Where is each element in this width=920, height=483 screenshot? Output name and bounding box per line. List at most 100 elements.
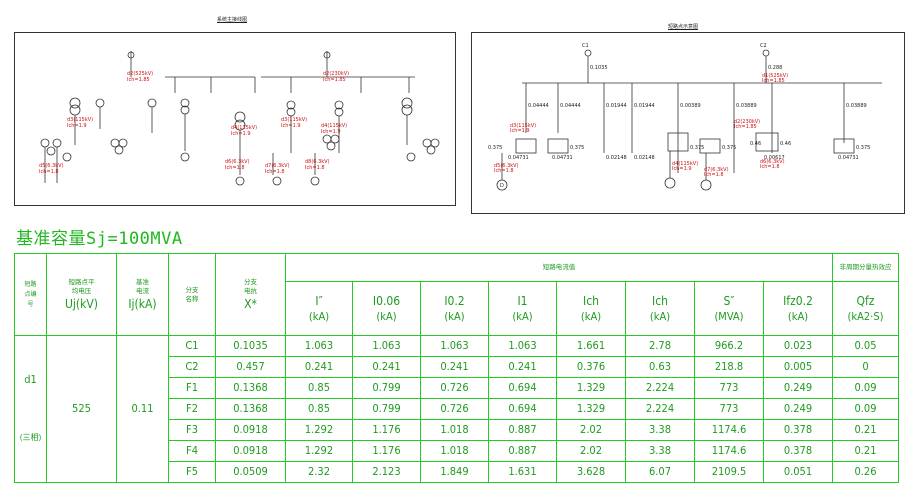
value-cell: 0.249 xyxy=(763,377,833,399)
wiring-label: d7(6.3kV) xyxy=(265,163,290,169)
header-base-current-line1: 基准 xyxy=(136,277,149,286)
branch-cell: F5 xyxy=(168,461,216,483)
wiring-label: Ich=1.8 xyxy=(225,165,245,171)
branch-cell: C1 xyxy=(168,335,216,357)
value-cell: 0.005 xyxy=(763,356,833,378)
column-header: I″(kA) xyxy=(285,281,353,336)
header-reactance-line2: 电抗 xyxy=(244,286,257,295)
value-cell: 1.063 xyxy=(420,335,489,357)
value-cell: 0.249 xyxy=(763,398,833,420)
value-cell: 1.176 xyxy=(352,440,421,462)
node-value: 0.1035 xyxy=(590,65,608,71)
point-type: (三相) xyxy=(19,433,42,442)
value-cell: 2.02 xyxy=(556,419,626,441)
base-capacity-label: 基准容量Sj=100MVA xyxy=(16,229,183,249)
branch-cell: F3 xyxy=(168,419,216,441)
wiring-label: Ich=1.8 xyxy=(305,165,325,171)
value-cell: 0.09 xyxy=(832,377,899,399)
column-header-name: S″ xyxy=(723,293,735,308)
column-header: S″(MVA) xyxy=(694,281,764,336)
value-cell: 773 xyxy=(694,377,764,399)
node-red-label: Ich=1.8 xyxy=(760,164,780,170)
value-cell: 1.292 xyxy=(285,419,353,441)
node-red-label: Ich=1.9 xyxy=(510,128,530,134)
column-header-unit: (kA) xyxy=(649,309,671,323)
value-cell: 1.329 xyxy=(556,377,626,399)
header-reactance-line1: 分支 xyxy=(244,277,257,286)
wiring-label: d5(6.3kV) xyxy=(39,163,64,169)
header-reactance: 分支 电抗 X* xyxy=(215,253,286,336)
value-cell: 0.694 xyxy=(488,398,557,420)
node-value: 0.00389 xyxy=(680,103,701,109)
value-cell: 0.694 xyxy=(488,377,557,399)
header-base-current: 基准 电流 Ij(kA) xyxy=(116,253,169,336)
value-cell: 966.2 xyxy=(694,335,764,357)
header-avg-voltage-line3: Uj(kV) xyxy=(65,296,98,311)
value-cell: 1.063 xyxy=(488,335,557,357)
node-red-label: Ich=1.9 xyxy=(672,166,692,172)
point-cell: d1 (三相) xyxy=(14,335,47,483)
value-cell: 3.38 xyxy=(625,440,695,462)
column-header-unit: (MVA) xyxy=(714,309,744,323)
value-cell: 1.063 xyxy=(352,335,421,357)
value-cell: 0.85 xyxy=(285,398,353,420)
value-cell: 0.799 xyxy=(352,377,421,399)
value-cell: 1174.6 xyxy=(694,419,764,441)
wiring-label: d6(6.3kV) xyxy=(225,159,250,165)
main-wiring-diagram: 系统主接线图 xyxy=(14,17,456,206)
column-header-unit: (kA) xyxy=(376,309,397,323)
value-cell: 0.09 xyxy=(832,398,899,420)
value-cell: 0.05 xyxy=(832,335,899,357)
value-cell: 0.378 xyxy=(763,440,833,462)
column-header: Ich(kA) xyxy=(625,281,695,336)
node-value: 0.288 xyxy=(768,65,782,71)
column-header: I0.2(kA) xyxy=(420,281,489,336)
node-value: 0.03889 xyxy=(846,103,867,109)
node-value: 0.02148 xyxy=(634,155,655,161)
column-header-unit: (kA) xyxy=(444,309,465,323)
value-cell: 2.78 xyxy=(625,335,695,357)
node-red-label: Ich=1.8 xyxy=(704,172,724,178)
value-cell: 0.241 xyxy=(420,356,489,378)
reactance-cell: 0.457 xyxy=(215,356,286,378)
column-header-unit: (kA) xyxy=(308,309,330,323)
header-base-current-line3: Ij(kA) xyxy=(128,296,157,311)
point-name: d1 xyxy=(24,373,37,386)
column-header-name: Ich xyxy=(652,293,668,308)
value-cell: 0.887 xyxy=(488,419,557,441)
main-wiring-drawing: d2(525kV) Ich=1.85 d2(230kV) Ich=1.85 d3… xyxy=(39,51,440,186)
header-branch-line1: 分支 xyxy=(185,285,199,294)
wiring-label: Ich=1.9 xyxy=(67,123,87,129)
wiring-label: Ich=1.8 xyxy=(39,169,59,175)
header-thermal-group: 非周期分量热效应 xyxy=(832,253,899,282)
wiring-label: d2(525kV) xyxy=(127,71,153,77)
value-cell: 0.378 xyxy=(763,419,833,441)
wiring-label: d2(230kV) xyxy=(323,71,349,77)
value-cell: 1.661 xyxy=(556,335,626,357)
header-point-no: 短路点编号 xyxy=(14,253,47,336)
column-header-name: I0.2 xyxy=(444,293,465,308)
column-header-name: I0.06 xyxy=(372,293,401,308)
column-header-name: Qfz xyxy=(856,293,875,308)
value-cell: 1.631 xyxy=(488,461,557,483)
value-cell: 0.023 xyxy=(763,335,833,357)
branch-cell: F2 xyxy=(168,398,216,420)
column-header: Ifz0.2(kA) xyxy=(763,281,833,336)
node-red-label: d4(115kV) xyxy=(672,161,698,167)
reactance-cell: 0.1035 xyxy=(215,335,286,357)
value-cell: 1.018 xyxy=(420,419,489,441)
group-voltage: 525 xyxy=(46,335,117,483)
header-avg-voltage-line2: 均电压 xyxy=(71,286,92,295)
node-red-label: Ich=1.85 xyxy=(734,124,757,130)
value-cell: 0.887 xyxy=(488,440,557,462)
value-cell: 1.292 xyxy=(285,440,353,462)
value-cell: 2.224 xyxy=(625,398,695,420)
short-circuit-title: 短路点示意图 xyxy=(668,24,699,30)
node-value: 0.46 xyxy=(780,141,791,147)
header-avg-voltage: 短路点平 均电压 Uj(kV) xyxy=(46,253,117,336)
value-cell: 0.241 xyxy=(285,356,353,378)
value-cell: 0.241 xyxy=(352,356,421,378)
header-base-current-line2: 电流 xyxy=(136,286,149,295)
